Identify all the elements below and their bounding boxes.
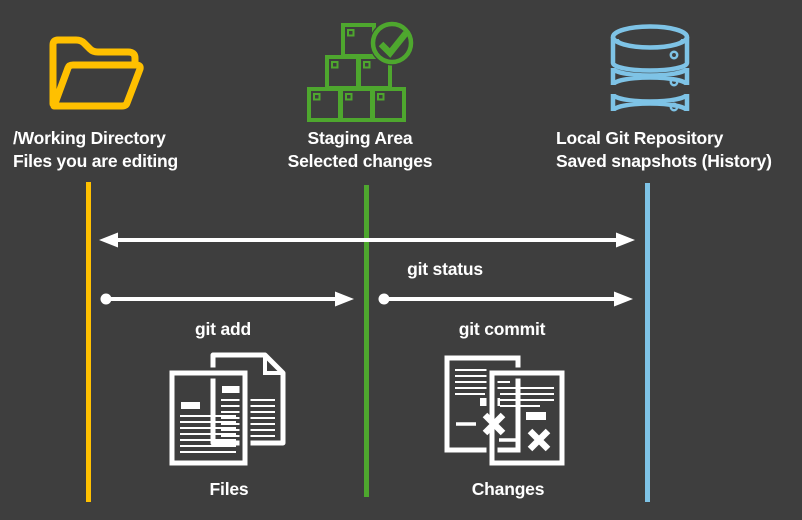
staging-area-lane-line	[364, 185, 369, 497]
git-commit-arrow	[378, 291, 633, 307]
files-label: Files	[209, 479, 249, 499]
staging-area-title: Staging Area	[307, 128, 413, 148]
check-circle-icon	[369, 20, 415, 66]
changes-label: Changes	[471, 479, 545, 499]
working-directory-lane-line	[86, 182, 91, 502]
local-repository-title: Local Git Repository	[556, 128, 724, 148]
open-folder-shape	[49, 36, 144, 110]
staging-area-subtitle: Selected changes	[287, 151, 433, 171]
stacked-boxes	[307, 23, 406, 122]
front-document	[166, 367, 251, 469]
local-repository-heading: Local Git Repository Saved snapshots (Hi…	[556, 127, 772, 173]
git-add-label: git add	[195, 319, 251, 339]
git-status-label: git status	[407, 259, 483, 279]
database-icon	[610, 24, 690, 112]
git-commit-label: git commit	[458, 319, 546, 339]
open-folder-icon	[49, 36, 144, 110]
database-cylinders	[610, 24, 690, 112]
staging-area-heading: Staging Area Selected changes	[288, 127, 433, 173]
working-directory-subtitle: Files you are editing	[13, 151, 179, 171]
local-repository-lane-line	[645, 183, 650, 502]
overlapping-documents-icon	[166, 352, 286, 469]
staging-boxes-check-icon	[307, 20, 415, 122]
deletion-marks	[456, 412, 551, 452]
git-status-arrow	[99, 232, 635, 248]
working-directory-title: /Working Directory	[13, 128, 166, 148]
changed-documents-icon	[444, 355, 568, 468]
local-repository-subtitle: Saved snapshots (History)	[556, 151, 772, 171]
working-directory-heading: /Working Directory Files you are editing	[13, 127, 178, 173]
git-add-arrow	[100, 291, 354, 307]
